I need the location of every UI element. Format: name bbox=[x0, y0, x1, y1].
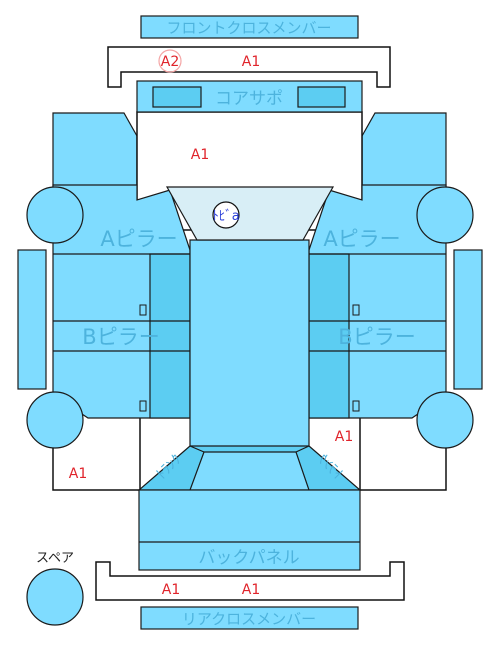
rear-left-a1-mark: A1 bbox=[69, 466, 87, 482]
front-inner-a1-mark: A1 bbox=[191, 147, 209, 163]
rear-cross-a1-right-mark: A1 bbox=[242, 582, 260, 598]
roof-panel[interactable] bbox=[165, 186, 335, 451]
a-pillar-left-label: Aピラー bbox=[100, 227, 177, 251]
rear-cross-member[interactable]: リアクロスメンバー bbox=[140, 606, 359, 630]
core-support[interactable]: コアサポ bbox=[136, 80, 363, 113]
core-support-label: コアサポ bbox=[215, 89, 283, 109]
rear-cross-a1-left-mark: A1 bbox=[162, 582, 180, 598]
a-pillar-right-label: Aピラー bbox=[323, 227, 400, 251]
front-cross-member[interactable]: フロントクロスメンバー bbox=[140, 15, 359, 39]
trunk-lid[interactable]: ﾄﾗﾝｸ ﾄﾗﾝｸ bbox=[137, 445, 362, 491]
back-panel[interactable]: バックパネル bbox=[138, 489, 361, 571]
tire-rear-left[interactable] bbox=[26, 391, 84, 449]
a2-mark-circle bbox=[158, 49, 182, 73]
back-panel-label: バックパネル bbox=[198, 548, 299, 568]
b-pillar-left-label: Bピラー bbox=[82, 325, 159, 349]
roof-mark-label: ﾄﾋﾞa bbox=[212, 209, 239, 224]
front-cross-a1-mark: A1 bbox=[242, 54, 260, 70]
front-cross-a2-mark: A2 bbox=[161, 54, 179, 70]
rear-cross-member-label: リアクロスメンバー bbox=[182, 610, 316, 628]
side-sill-right[interactable] bbox=[453, 249, 483, 390]
b-pillar-right-label: Bピラー bbox=[338, 325, 415, 349]
side-body-right[interactable] bbox=[308, 184, 447, 419]
tire-front-right[interactable] bbox=[416, 186, 474, 244]
front-cross-bracket bbox=[107, 46, 391, 88]
tire-rear-right[interactable] bbox=[416, 391, 474, 449]
tire-front-left[interactable] bbox=[26, 186, 84, 244]
front-cross-member-label: フロントクロスメンバー bbox=[166, 19, 331, 37]
roof-mark-circle bbox=[212, 201, 240, 229]
side-body-left[interactable] bbox=[52, 184, 191, 419]
side-sill-left[interactable] bbox=[17, 249, 47, 390]
spare-tire[interactable] bbox=[26, 568, 84, 626]
spare-label: スペア bbox=[36, 551, 74, 566]
rear-right-a1-mark: A1 bbox=[335, 429, 353, 445]
rear-cross-bracket bbox=[95, 561, 405, 601]
